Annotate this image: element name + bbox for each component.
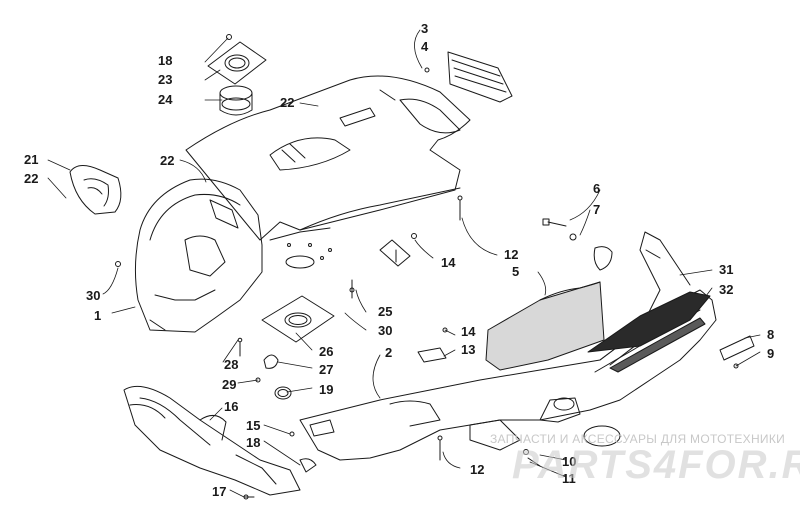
callout-17: 17 [212,484,227,499]
callout-31: 31 [719,262,734,277]
callout-22: 22 [280,95,295,110]
callout-10: 10 [562,454,577,469]
callout-21: 21 [24,152,39,167]
callout-12: 12 [504,247,519,262]
leader-lines [47,29,761,498]
fasteners-lower [243,419,541,500]
fasteners-upper [349,195,463,299]
callout-2: 2 [385,345,393,360]
callout-14: 14 [441,255,456,270]
callout-32: 32 [719,282,734,297]
callout-13: 13 [461,342,476,357]
callout-6: 6 [593,181,601,196]
mounting-plate-26 [237,295,335,400]
boot-24 [219,85,253,116]
callout-28: 28 [224,357,239,372]
callout-18: 18 [158,53,173,68]
callout-26: 26 [319,344,334,359]
foam-pad-5 [485,281,605,371]
callout-29: 29 [222,377,237,392]
bolt-6 [542,218,613,271]
callout-8: 8 [767,327,775,342]
callout-23: 23 [158,72,173,87]
callout-30: 30 [378,323,393,338]
callout-15: 15 [246,418,261,433]
callout-9: 9 [767,346,775,361]
shroud-21 [69,165,122,215]
callout-3: 3 [421,21,429,36]
lower-frame-2 [299,231,717,461]
watermark-caption: ЗАПЧАСТИ И АКСЕССУАРЫ ДЛЯ МОТОТЕХНИКИ [490,432,786,446]
callout-4: 4 [421,39,429,54]
callout-12: 12 [470,462,485,477]
side-panel-1 [115,178,263,333]
callout-16: 16 [224,399,239,414]
bracket-13 [417,327,448,363]
callout-1: 1 [94,308,102,323]
callout-11: 11 [562,471,576,486]
watermark-logo: PARTS4FOR.RU [512,443,800,487]
vent-grille-4 [424,51,513,103]
callout-7: 7 [593,202,601,217]
belly-panel-upper-22 [185,75,471,269]
callout-18: 18 [246,435,261,450]
callout-5: 5 [512,264,520,279]
nose-piece-16 [123,385,301,496]
callout-19: 19 [319,382,334,397]
callout-22: 22 [160,153,175,168]
mounting-plate-23 [207,34,267,85]
callout-27: 27 [319,362,334,377]
callout-24: 24 [158,92,173,107]
plate-8 [719,335,755,369]
callout-22: 22 [24,171,39,186]
callout-30: 30 [86,288,101,303]
callout-25: 25 [378,304,393,319]
callout-14: 14 [461,324,476,339]
